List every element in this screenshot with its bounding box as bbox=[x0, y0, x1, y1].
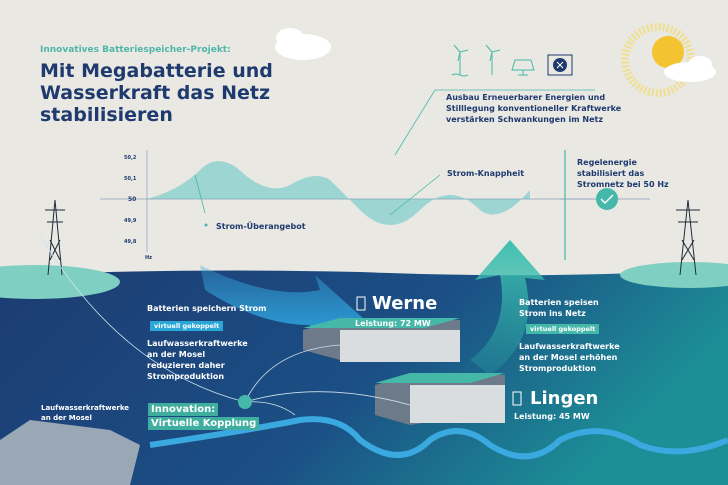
offshore-wind-turbine-icon bbox=[451, 44, 469, 77]
virtual-coupling-node bbox=[238, 395, 252, 409]
power-plant-closed-icon bbox=[547, 54, 573, 76]
battery-charger-icon bbox=[512, 391, 522, 406]
right-item-1: Batterien speisen Strom ins Netz bbox=[519, 298, 599, 318]
lingen-power: Leistung: 45 MW bbox=[514, 412, 590, 421]
sun-icon bbox=[621, 23, 695, 97]
power-pylon-icon bbox=[676, 199, 700, 276]
werne-name: Werne bbox=[372, 293, 438, 314]
wind-turbine-icon bbox=[485, 44, 501, 75]
right-island bbox=[620, 262, 728, 288]
werne-power: Leistung: 72 MW bbox=[355, 319, 431, 328]
check-icon bbox=[596, 188, 618, 210]
surplus-label: Strom-Überangebot bbox=[216, 222, 306, 231]
coupled-badge: virtuell gekoppelt bbox=[526, 324, 600, 334]
tick-label: 50 bbox=[128, 196, 137, 203]
shortage-label: Strom-Knappheit bbox=[447, 169, 525, 178]
virtual-coupling-label: Virtuelle Kopplung bbox=[148, 417, 260, 430]
coupled-badge: virtuell gekoppelt bbox=[150, 321, 224, 331]
axis-unit: Hz bbox=[145, 255, 153, 261]
right-item-2: Laufwasserkraftwerke an der Mosel erhöhe… bbox=[519, 342, 620, 373]
solar-panel-icon bbox=[511, 59, 535, 76]
left-item-1: Batterien speichern Strom bbox=[147, 304, 267, 313]
left-item-2: Laufwasserkraftwerke an der Mosel reduzi… bbox=[147, 339, 248, 381]
mosel-river bbox=[149, 416, 728, 460]
tick-label: 49,8 bbox=[124, 239, 137, 245]
tick-label: 50,1 bbox=[124, 176, 137, 182]
subtitle: Innovatives Batteriespeicher-Projekt: bbox=[40, 45, 231, 55]
battery-charger-icon bbox=[356, 296, 366, 311]
lingen-name: Lingen bbox=[530, 388, 599, 409]
battery-lingen bbox=[375, 373, 505, 425]
tick-label: 49,9 bbox=[124, 218, 137, 224]
cloud-icon bbox=[664, 56, 716, 82]
page-title: Mit Megabatterie und Wasserkraft das Net… bbox=[40, 60, 273, 126]
innovation-label: Innovation: bbox=[148, 403, 219, 416]
arrow-up-to-grid bbox=[470, 240, 545, 375]
battery-werne bbox=[303, 318, 460, 362]
renewables-text: Ausbau Erneuerbarer Energien und Stillle… bbox=[446, 93, 622, 124]
hydro-dam bbox=[0, 420, 140, 485]
power-pylon-icon bbox=[45, 199, 65, 276]
left-island bbox=[0, 265, 120, 299]
cloud-icon bbox=[275, 28, 331, 60]
frequency-wave bbox=[147, 161, 530, 225]
tick-label: 50,2 bbox=[124, 155, 137, 161]
hydro-label: Laufwasserkraftwerke an der Mosel bbox=[41, 404, 130, 422]
balancing-text: Regelenergie stabilisiert das Stromnetz … bbox=[577, 158, 669, 189]
